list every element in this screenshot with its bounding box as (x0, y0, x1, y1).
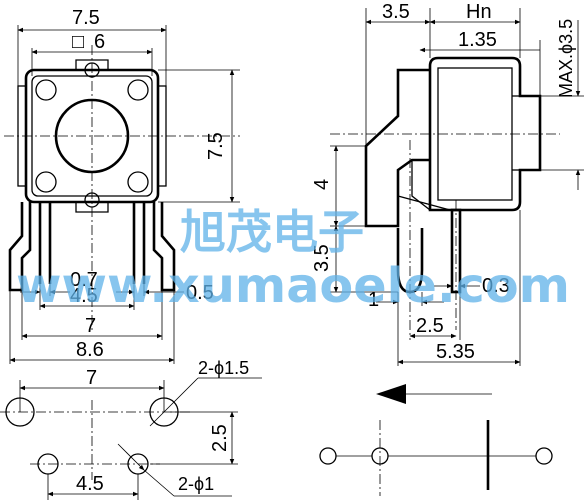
corner-post-tr (127, 79, 149, 101)
dim-left-offset: 3.5 (382, 1, 410, 23)
leader-line (149, 377, 199, 427)
dim-cap-offset: 1.35 (458, 29, 497, 51)
dim-fp-pin-pitch: 4.5 (76, 473, 104, 495)
dim-overall-width: 8.6 (76, 339, 104, 361)
corner-post-br (127, 171, 149, 193)
front-view: 7.5 □ 6 7.5 0.7 0.5 4.5 7 8.6 (4, 7, 240, 364)
dim-pin-height: 3.5 (311, 244, 333, 272)
mount-hole-label: 2-ϕ1.5 (198, 358, 249, 378)
left-outer-lead (8, 202, 32, 292)
hn-label: Hn (466, 1, 492, 23)
right-inner-pin (132, 202, 146, 284)
corner-post-bl (35, 171, 57, 193)
side-view: 3.5 Hn 1.35 MAX.ϕ3.5 4 3.5 1 0.3 2.5 (311, 1, 584, 366)
pin-hole-label: 2-ϕ1 (178, 474, 214, 494)
switch-schematic (319, 384, 553, 496)
terminal-left (319, 447, 337, 465)
leader-line (143, 469, 175, 497)
dim-overall-depth: 5.35 (436, 341, 475, 363)
terminal-right (535, 447, 553, 465)
dim-pin-width: 0.5 (186, 282, 214, 304)
dim-pin-outer: 7 (85, 315, 96, 337)
dim-top-width: 7.5 (72, 7, 100, 29)
dim-body-width: 6 (94, 31, 105, 53)
arrowhead-icon (376, 384, 406, 404)
corner-post-tl (35, 79, 57, 101)
side-body-outline (428, 56, 542, 212)
side-bracket-inner (411, 160, 431, 211)
square-mark: □ (72, 31, 84, 53)
right-outer-lead (152, 202, 176, 292)
dim-cap-diameter: MAX.ϕ3.5 (556, 19, 576, 98)
side-bracket-diagonal (397, 195, 451, 211)
watermark-chinese: 旭茂电子 (180, 205, 364, 259)
dim-height: 7.5 (205, 132, 227, 160)
leader-line (117, 443, 145, 471)
dim-pin-left: 1 (368, 289, 379, 311)
left-inner-pin (38, 202, 52, 284)
dim-fp-pitch-y: 2.5 (209, 424, 231, 452)
dim-side-pin-pitch: 2.5 (416, 315, 444, 337)
dim-pin-offset: 0.7 (70, 269, 98, 291)
watermark-url: www.xumaoele.com (16, 258, 570, 314)
dim-pin-pitch: 4.5 (70, 285, 98, 307)
footprint-view: 7 2-ϕ1.5 2.5 4.5 2-ϕ1 (0, 358, 262, 500)
dim-body-height: 4 (311, 179, 333, 190)
watermark: 旭茂电子 www.xumaoele.com (16, 205, 570, 314)
dim-fp-pitch-x: 7 (86, 367, 97, 389)
dim-pin-thickness: 0.3 (482, 275, 510, 297)
